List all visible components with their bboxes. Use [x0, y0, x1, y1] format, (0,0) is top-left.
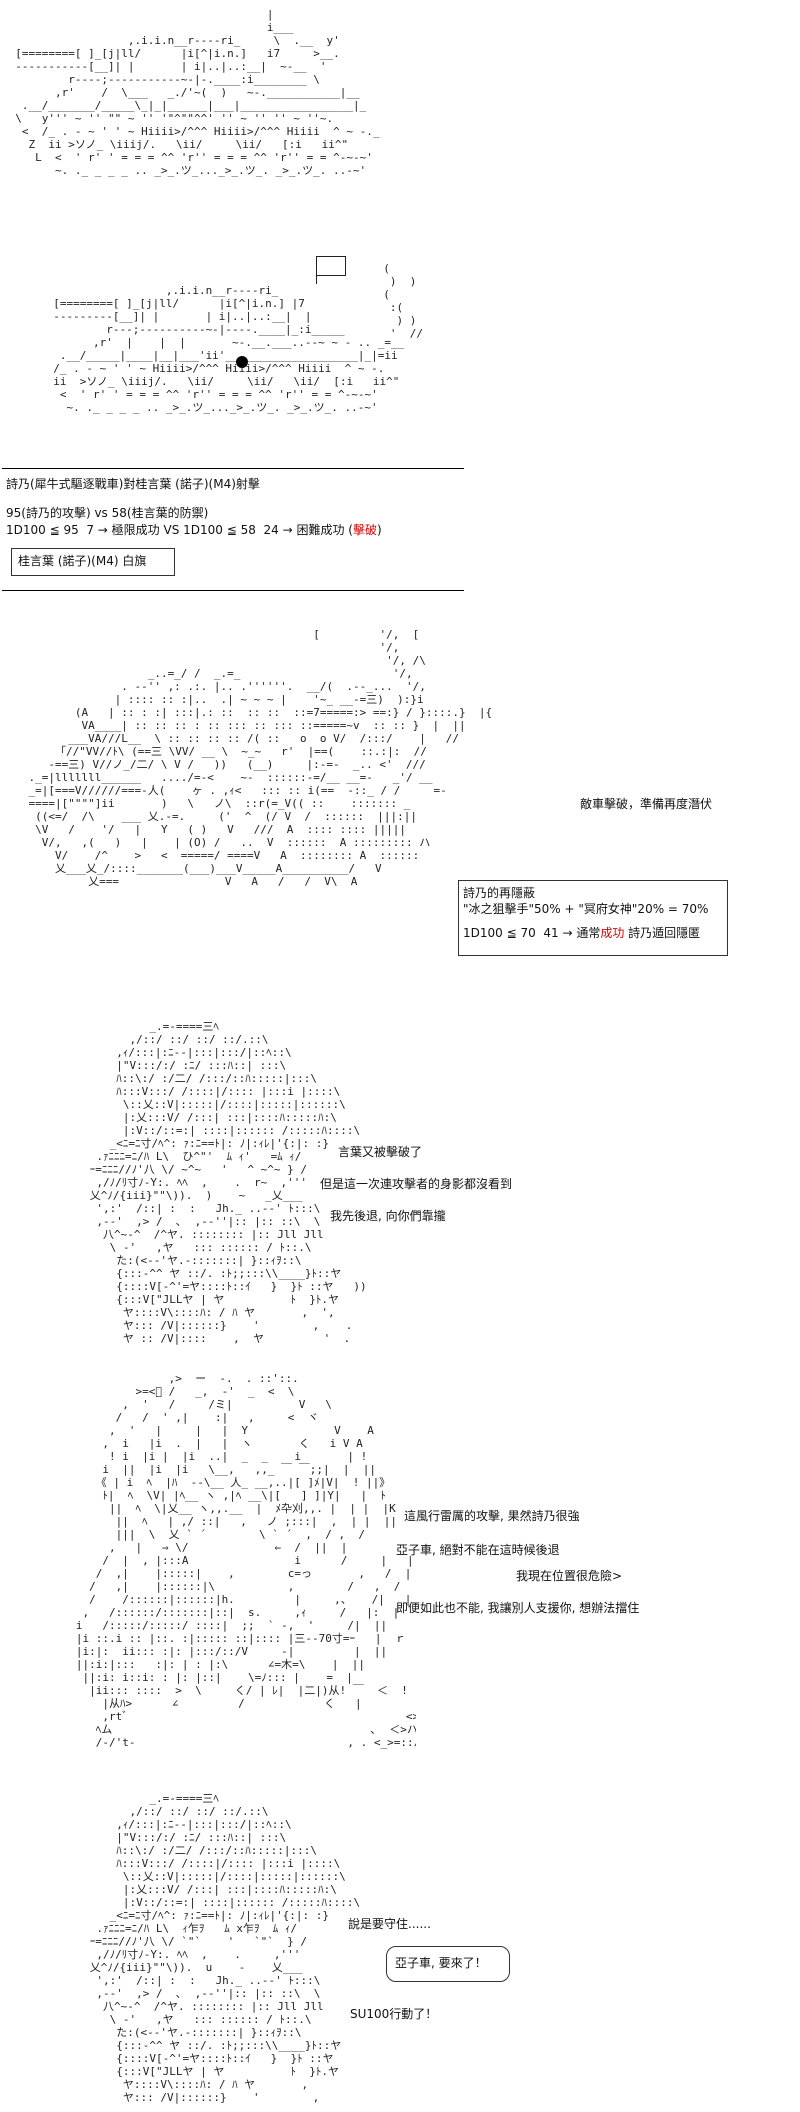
stealth-formula: "冰之狙擊手"50% + "冥府女神"20% = 70% — [463, 902, 709, 916]
shell-hit-marker — [236, 356, 248, 368]
girl-longhair-art: ,> ー ‐. . ::'::. >=<ﾞ / _, ‐' _ < \ , ' … — [75, 1372, 416, 1749]
girl3-line-bottom: SU100行動了！ — [350, 2007, 438, 2021]
girl2-line-3: 我現在位置很危險> — [516, 1569, 623, 1583]
divider-top — [2, 468, 464, 469]
girl2-line-2: 亞子車, 絕對不能在這時候後退 — [396, 1543, 560, 1557]
battle-title: 詩乃(犀牛式驅逐戰車)對桂言葉 (諾子)(M4)射擊 — [6, 477, 260, 491]
stealth-roll-box: 詩乃的再隱蔽 "冰之狙擊手"50% + "冥府女神"20% = 70% 1D10… — [458, 880, 728, 956]
battle-roll-line2: 1D100 ≦ 95 7 → 極限成功 VS 1D100 ≦ 58 24 → 困… — [6, 522, 382, 538]
stealth-roll: 1D100 ≦ 70 41 → 通常 — [463, 926, 601, 940]
speech-bubble-text: 亞子車, 要來了！ — [395, 1956, 487, 1970]
roll-close: ) — [376, 523, 382, 537]
tank-art-hit: ,.i.i.n__r----ri_ [========[ ]_[j|ll/ |i… — [53, 284, 405, 414]
stealth-outcome: 詩乃遁回隱匿 — [624, 926, 701, 940]
flag-pole — [316, 256, 317, 284]
girl1-line-3: 我先後退, 向你們靠攏 — [330, 1209, 446, 1223]
divider-bottom — [2, 590, 464, 591]
scene2-caption: 敵車擊破，準備再度潛伏 — [580, 797, 713, 811]
stealth-result: 1D100 ≦ 70 41 → 通常成功 詩乃遁回隱匿 — [459, 917, 727, 941]
girl-hat-art-1: _.=-====三ﾍ ,/::/ ::/ ::/ ::/.::\ ,ｨ/:::|… — [89, 1020, 367, 1345]
destroyed-label: 擊破 — [352, 523, 377, 537]
smoke-art: ( ) ) ( :( ) ) ' // — [383, 262, 423, 340]
battle-roll-line1: 95(詩乃的攻擊) vs 58(桂言葉的防禦) — [6, 506, 209, 520]
scene-sniper-art: [ '/, [ '/, '/, /\ _..=_/ / _.=_ — [28, 628, 493, 888]
success-label: 成功 — [600, 926, 625, 940]
flag-icon — [316, 256, 346, 276]
tank-art-firing: | i___ ,.i.i.n__r----ri_ \ .__ y' [=====… — [15, 8, 380, 177]
stealth-title: 詩乃的再隱蔽 — [463, 886, 536, 900]
girl1-line-2: 但是這一次連攻擊者的身影都沒看到 — [320, 1177, 513, 1191]
girl-hat-art-2: _.=-====三ﾍ ,/::/ ::/ ::/ ::/.::\ ,ｨ/:::|… — [89, 1792, 361, 2104]
girl2-line-1: 這風行雷厲的攻擊, 果然詩乃很強 — [404, 1509, 580, 1523]
girl1-line-1: 言葉又被擊破了 — [338, 1145, 423, 1159]
white-flag-text: 桂言葉 (諾子)(M4) 白旗 — [18, 554, 147, 568]
speech-bubble: 亞子車, 要來了！ — [386, 1946, 510, 1982]
roll-text: 1D100 ≦ 95 7 → 極限成功 VS 1D100 ≦ 58 24 → 困… — [6, 523, 353, 537]
girl3-line-top: 說是要守住...... — [348, 1917, 431, 1931]
girl2-line-4: 即便如此也不能, 我讓別人支援你, 想辦法擋住 — [396, 1601, 640, 1615]
white-flag-box: 桂言葉 (諾子)(M4) 白旗 — [11, 548, 175, 576]
